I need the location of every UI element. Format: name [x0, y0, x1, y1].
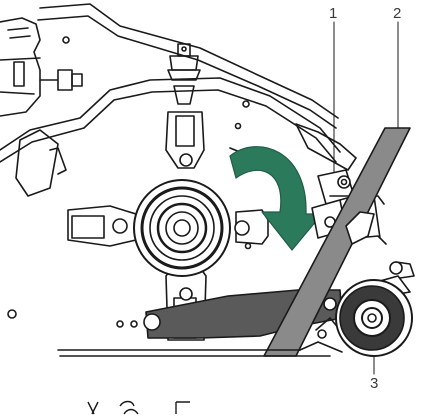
left-housing	[0, 17, 83, 117]
bottom-marks	[87, 400, 190, 415]
callout-1: 1	[329, 5, 337, 22]
leader-lines	[333, 21, 399, 375]
blade-part-2	[263, 127, 411, 357]
roller-part-3	[335, 261, 415, 357]
rotor-hub	[67, 111, 269, 341]
callout-3: 3	[370, 375, 378, 392]
top-bracket	[167, 43, 201, 105]
base-lines	[57, 341, 343, 357]
upper-frame	[0, 3, 357, 197]
callout-2: 2	[393, 5, 401, 22]
